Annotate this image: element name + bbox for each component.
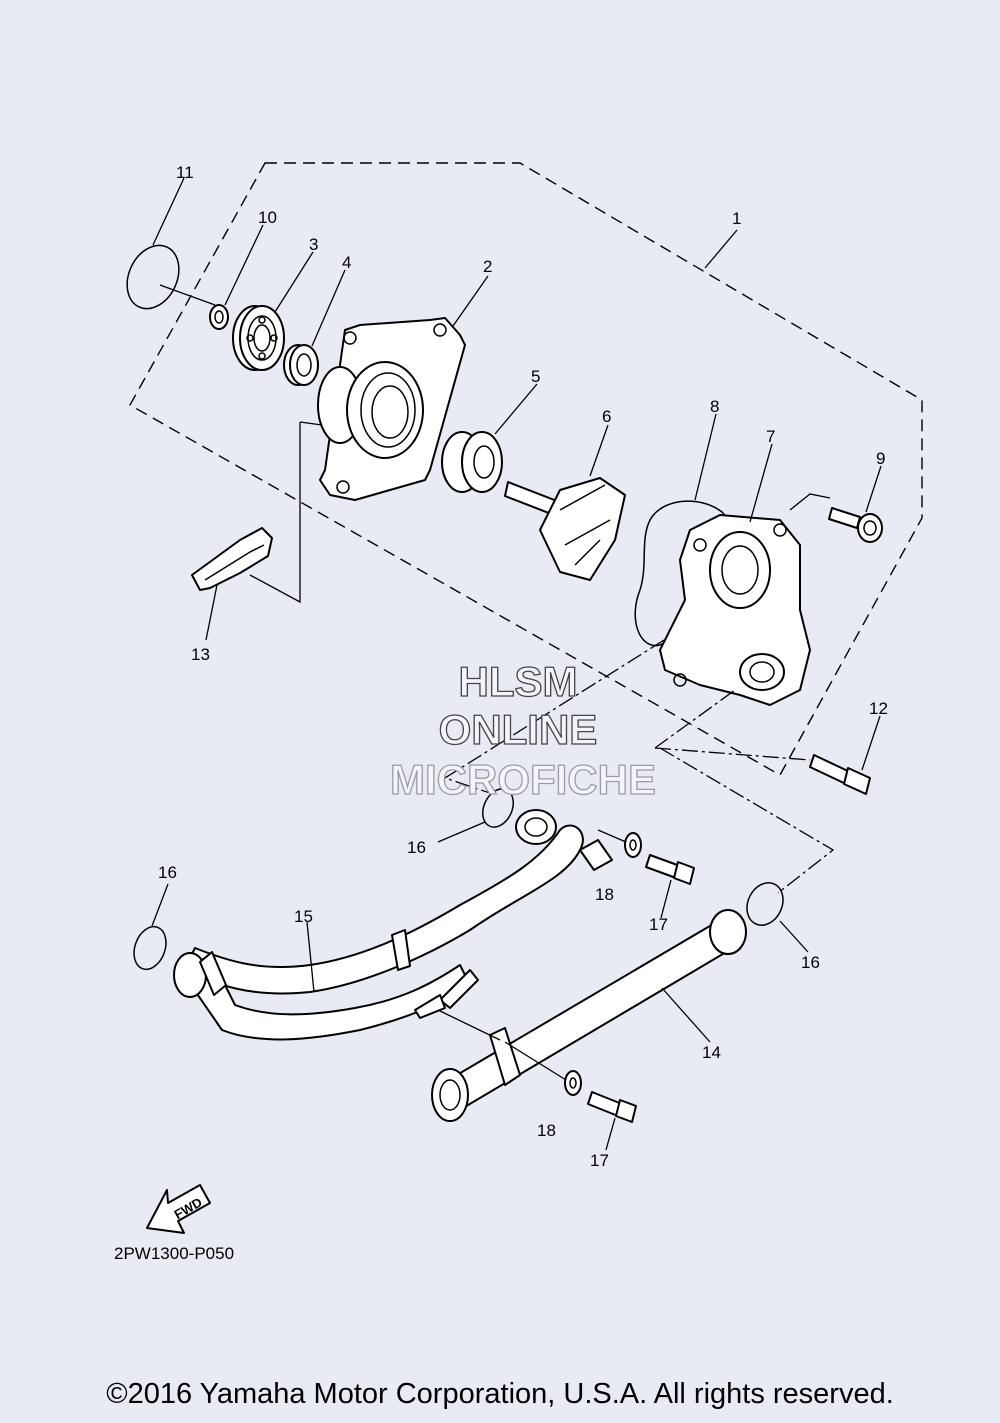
circlip-10 (209, 224, 264, 330)
bolt-12 (654, 689, 881, 795)
label-part-18-lower: 18 (537, 1121, 556, 1140)
assembly-outline (129, 162, 923, 776)
mechanical-seal-5 (441, 383, 538, 493)
water-pipe-14 (431, 909, 747, 1122)
watermark-line-1: HLSM (459, 658, 578, 705)
label-part-7: 7 (766, 427, 775, 446)
label-part-12: 12 (869, 699, 888, 718)
o-ring-11 (126, 177, 216, 310)
pump-housing-2 (317, 275, 489, 501)
label-part-8: 8 (710, 397, 719, 416)
water-pipe-15 (173, 809, 613, 1041)
label-part-11: 11 (176, 163, 194, 182)
label-part-2: 2 (483, 257, 492, 276)
label-part-13: 13 (191, 645, 210, 664)
label-part-10: 10 (258, 208, 277, 227)
bolt-17-lower (587, 1091, 637, 1151)
bolt-9 (789, 465, 883, 543)
label-part-1: 1 (732, 209, 741, 228)
watermark-line-2: ONLINE (439, 706, 598, 753)
o-ring-16-left (133, 883, 169, 971)
label-part-14: 14 (702, 1043, 721, 1062)
impeller-shaft-6 (504, 424, 626, 581)
copyright-notice: ©2016 Yamaha Motor Corporation, U.S.A. A… (106, 1378, 894, 1410)
label-part-9: 9 (876, 449, 885, 468)
label-part-15: 15 (294, 907, 313, 926)
bolt-17-upper (645, 854, 695, 919)
fwd-arrow-icon: FWD (146, 1184, 211, 1234)
label-part-4: 4 (342, 253, 351, 272)
label-part-3: 3 (309, 235, 318, 254)
center-line-lower (659, 747, 835, 894)
label-part-17-lower: 17 (590, 1151, 609, 1170)
label-part-16-left: 16 (158, 863, 177, 882)
label-part-5: 5 (531, 367, 540, 386)
bracket-13 (191, 421, 323, 641)
oil-seal-4 (283, 269, 346, 386)
label-part-6: 6 (602, 407, 611, 426)
o-ring-16-right (746, 882, 809, 953)
label-part-16-upper: 16 (407, 838, 426, 857)
bearing-3 (232, 251, 314, 371)
o-ring-16-upper (437, 788, 514, 843)
pump-cover-7 (659, 443, 811, 706)
label-part-18-upper: 18 (595, 885, 614, 904)
diagram-code: 2PW1300-P050 (114, 1244, 235, 1263)
leader-1 (704, 229, 738, 269)
label-part-17-upper: 17 (649, 915, 668, 934)
watermark-line-3: MICROFICHE (390, 756, 656, 803)
center-line-upper (443, 639, 665, 794)
washer-18-lower (437, 1009, 582, 1096)
washer-18-upper (597, 829, 642, 858)
label-part-16-right: 16 (801, 953, 820, 972)
